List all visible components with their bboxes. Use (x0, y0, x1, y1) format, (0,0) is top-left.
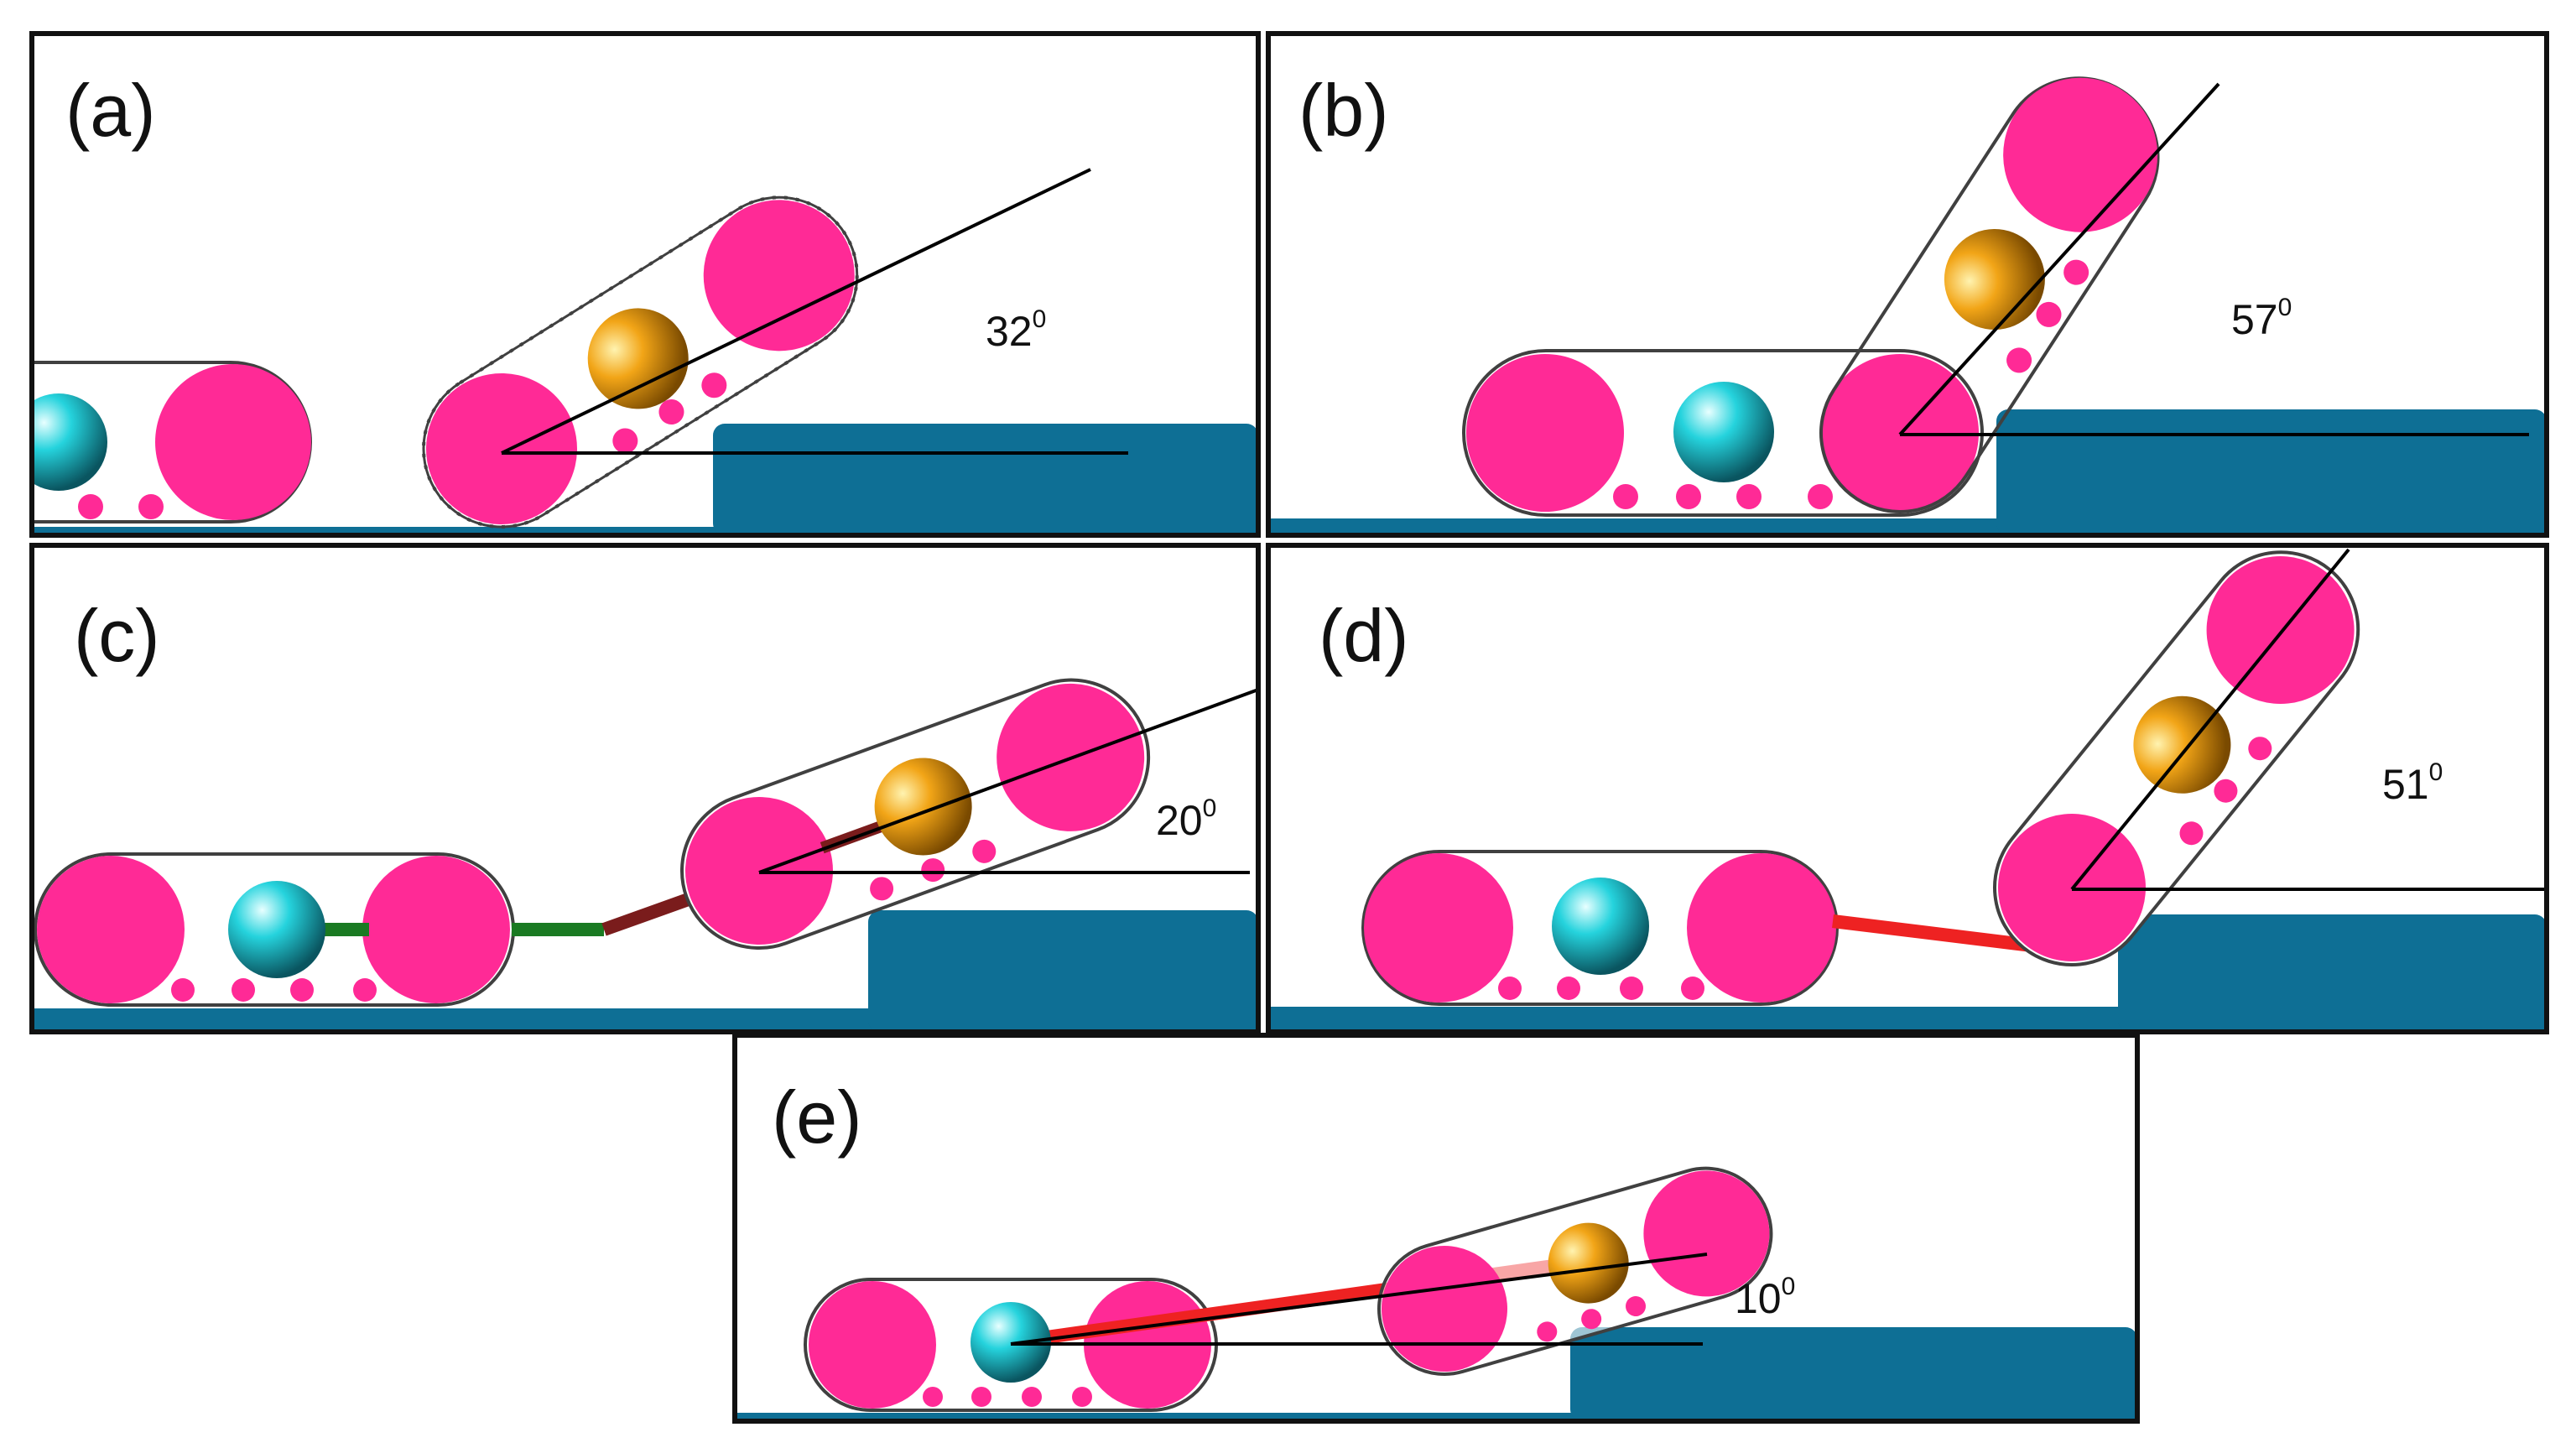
panel-b: (b) 570 (1268, 69, 2547, 535)
angle-label: 100 (1735, 1273, 1795, 1322)
ground (32, 527, 1258, 535)
angle-label: 570 (2231, 294, 2292, 343)
rear-track-icon (34, 852, 515, 1007)
panel-d: (d) 510 (1268, 548, 2547, 1032)
angle-label: 200 (1156, 794, 1216, 844)
rear-track-icon (804, 1278, 1218, 1412)
front-track-icon (422, 195, 859, 529)
angle-reference-lines (1898, 82, 2529, 436)
panel-e: (e) 100 (735, 1076, 2137, 1421)
panel-d-frame (1266, 543, 2549, 1034)
panel-c: (c) 200 (32, 594, 1258, 1032)
rear-track-icon (1361, 850, 1839, 1006)
panel-a-frame (29, 31, 1261, 538)
panel-label: (b) (1298, 69, 1389, 152)
angle-reference-lines (2070, 548, 2547, 891)
angle-label: 320 (986, 305, 1046, 355)
step-obstacle (2118, 914, 2547, 1032)
rear-track-icon (32, 361, 312, 523)
panel-b-frame (1266, 31, 2549, 538)
panel-label: (d) (1319, 594, 1409, 677)
angle-reference-lines (758, 688, 1258, 874)
step-obstacle (1570, 1327, 2137, 1421)
panel-label: (a) (65, 69, 156, 152)
step-obstacle (1996, 409, 2547, 535)
step-obstacle (868, 910, 1258, 1032)
ground (735, 1413, 2137, 1421)
step-obstacle (713, 424, 1258, 535)
angle-label: 510 (2382, 758, 2443, 808)
panel-label: (e) (772, 1076, 862, 1159)
panel-label: (c) (74, 594, 160, 677)
panel-c-frame (29, 543, 1261, 1034)
angle-reference-lines (1010, 1253, 1708, 1346)
connecting-link (1832, 914, 2039, 953)
panel-e-frame (732, 1033, 2140, 1424)
angle-reference-lines (501, 168, 1128, 455)
panel-a: (a) 320 (32, 69, 1258, 535)
